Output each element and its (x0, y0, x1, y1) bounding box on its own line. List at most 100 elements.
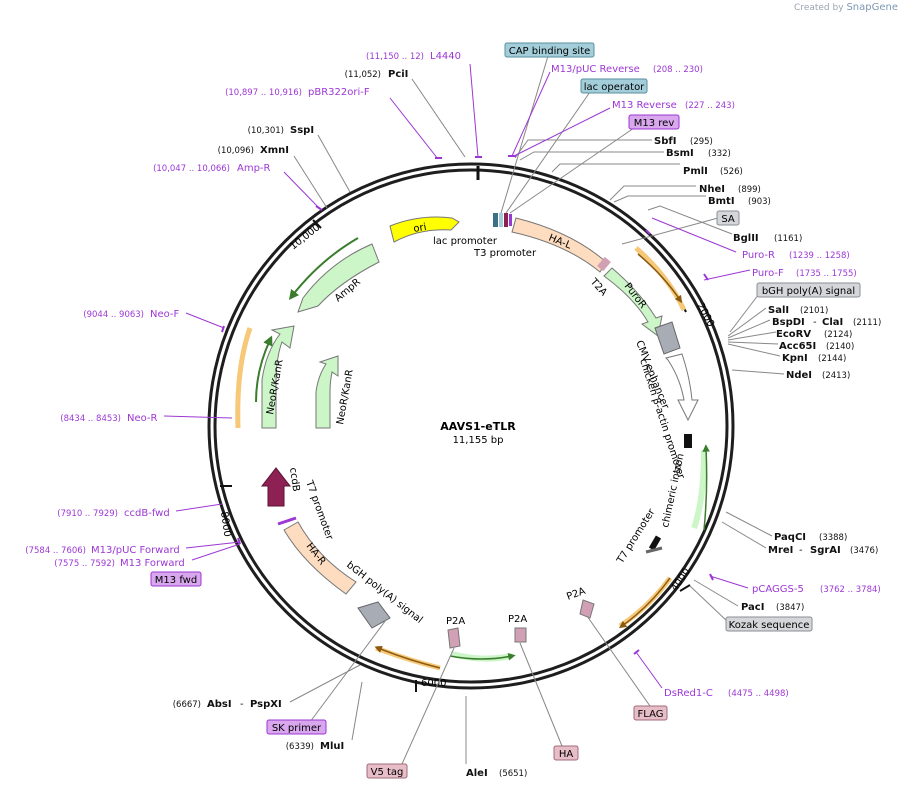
dsred-range: (4475 .. 4498) (728, 689, 789, 699)
ori-arrow[interactable] (389, 216, 460, 243)
leader-m13puc-fwd (185, 541, 241, 549)
chicken-beta-actin-promoter-arrow[interactable] (665, 353, 699, 422)
ha-box[interactable] (553, 745, 579, 761)
pspxi-name: PspXI (250, 699, 282, 710)
m13-fwd-box[interactable] (150, 571, 202, 587)
l4440-name: L4440 (430, 51, 461, 62)
puror-label: PuroR (622, 281, 649, 311)
ha-l-label: HA-L (547, 233, 573, 252)
leader-m13-reverse (513, 107, 611, 157)
paqci-pos: (3388) (819, 533, 847, 543)
neor-kanr-arrow-outer[interactable] (261, 325, 295, 429)
ecorv-pos: (2124) (824, 330, 852, 340)
bmti-name: BmtI (708, 196, 735, 207)
leader-mlui (351, 681, 363, 741)
bgh-polya-box-label: bGH poly(A) signal (762, 286, 855, 297)
leader-ampr (283, 171, 321, 210)
snapgene-branding: Created by SnapGene (794, 2, 898, 13)
neo-r-name: Neo-R (127, 413, 158, 424)
bgh-polya-block[interactable] (357, 601, 391, 629)
cmv-enhancer-block[interactable] (654, 321, 681, 355)
leader-pmli (551, 163, 680, 173)
ampr-arrow[interactable] (297, 243, 380, 313)
pbr322ori-name: pBR322ori-F (308, 87, 370, 98)
neor-kanr-label-inner: NeoR/KanR (335, 369, 356, 426)
lac-promoter-block (493, 213, 498, 227)
leader-paci (693, 579, 739, 607)
dsred-name: DsRed1-C (664, 688, 713, 699)
ccdb-fwd-range: (7910 .. 7929) (57, 509, 118, 519)
leader-xmni (293, 155, 328, 209)
dsred-primer-arrow (618, 577, 671, 629)
bspdi-name: BspDI (772, 317, 805, 328)
sk-primer-label: SK primer (272, 723, 322, 734)
kozak-label: Kozak sequence (729, 620, 810, 631)
leader-pcii (411, 78, 466, 158)
leader-m13-rev (509, 127, 635, 214)
m13-forward-range: (7575 .. 7592) (54, 559, 115, 569)
ha-r-arrow[interactable] (283, 521, 357, 595)
acc65i-pos: (2140) (826, 342, 854, 352)
leader-ha (519, 642, 563, 747)
tick-mark-4000 (679, 584, 691, 592)
ampr-primer-arrow (288, 237, 359, 300)
kozak-box[interactable] (725, 616, 813, 632)
m13puc-forward-range: (7584 .. 7606) (25, 546, 86, 556)
flag-tag-block[interactable] (579, 599, 595, 619)
label-boxes: CAP binding site lac operator M13 rev SA… (150, 42, 861, 779)
tick-mark-10000 (312, 219, 322, 229)
sgrai-name: SgrAI (810, 545, 841, 556)
ccdb-fwd-primer-bar (277, 516, 297, 526)
clai-name: ClaI (822, 317, 843, 328)
cap-binding-box[interactable] (504, 42, 595, 58)
leader-paqci (725, 511, 773, 537)
leader-nhei (609, 185, 696, 201)
leader-puro-r (651, 217, 737, 253)
sspi-name: SspI (290, 125, 314, 136)
v5-tag-box[interactable] (366, 763, 408, 779)
leader-m13-forward (191, 543, 241, 561)
v5-tag-block[interactable] (447, 627, 461, 649)
paci-name: PacI (741, 602, 764, 613)
bgh-polya-box[interactable] (756, 282, 861, 298)
absi-dash: - (240, 699, 244, 710)
alei-name: AleI (466, 768, 488, 779)
ha-tag-block[interactable] (514, 627, 527, 643)
leader-m13puc-rev (511, 71, 551, 157)
m13puc-reverse-range: (208 .. 230) (653, 65, 703, 75)
leader-neo-f (185, 312, 225, 329)
tick-label-2000: 2000 (694, 301, 716, 329)
puror-arrow[interactable] (603, 267, 663, 337)
inner-label-t3-promoter: T3 promoter (473, 248, 537, 259)
neor-kanr-arrow-inner[interactable] (315, 355, 339, 429)
tick-ampr (315, 205, 323, 211)
sa-box[interactable] (716, 210, 740, 226)
primer-leaders (163, 63, 751, 689)
ccdb-arrow[interactable] (260, 467, 292, 507)
leader-ccdb-fwd (175, 503, 223, 512)
pmli-pos: (526) (720, 167, 743, 177)
leader-kpni (727, 343, 781, 357)
ha-label: HA (559, 749, 574, 760)
sbfi-name: SbfI (654, 136, 676, 147)
amp-r-range: (10,047 .. 10,066) (153, 164, 230, 174)
tick-dsred (633, 649, 640, 655)
m13-rev-block (509, 214, 512, 226)
tick-puror (645, 229, 651, 235)
pcii-pos: (11,052) (345, 70, 381, 80)
xmni-pos: (10,096) (218, 146, 254, 156)
leader-absi (289, 664, 361, 703)
neo-f-name: Neo-F (150, 309, 180, 320)
sali-pos: (2101) (800, 306, 828, 316)
neo-primer-band (235, 327, 253, 429)
nhei-pos: (899) (738, 185, 761, 195)
m13-rev-box[interactable] (628, 114, 680, 130)
sa-label: SA (721, 214, 735, 225)
kpni-pos: (2144) (818, 354, 846, 364)
sk-primer-box[interactable] (266, 719, 327, 735)
flag-box[interactable] (633, 705, 668, 721)
chimeric-intron-arrow (702, 444, 710, 531)
lac-operator-box[interactable] (580, 78, 648, 94)
ori-label: ori (413, 222, 428, 235)
